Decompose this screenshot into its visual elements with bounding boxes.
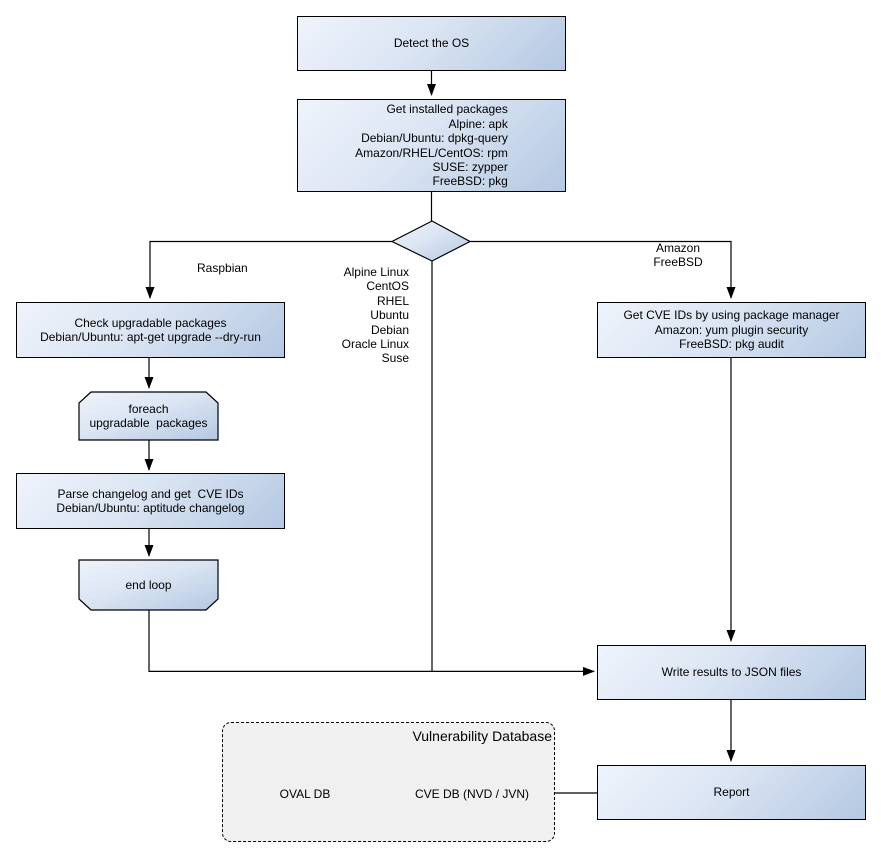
end-loop-text: end loop [125, 577, 172, 592]
os-list-item: Debian [370, 322, 409, 337]
node-parse-changelog: Parse changelog and get CVE IDs Debian/U… [16, 473, 285, 529]
edge-label-raspbian: Raspbian [197, 261, 248, 275]
oval-db-label: OVAL DB [236, 778, 374, 810]
node-get-cve-ids: Get CVE IDs by using package manager Ama… [597, 302, 866, 358]
edge-label-middle-os-list: Alpine Linux CentOS RHEL Ubuntu Debian O… [319, 265, 409, 366]
get-cve-ids-line: Get CVE IDs by using package manager [623, 308, 840, 323]
os-list-item: Ubuntu [370, 308, 409, 323]
node-check-upgradable-packages: Check upgradable packages Debian/Ubuntu:… [16, 302, 285, 358]
vulnerability-database-title: Vulnerability Database [412, 728, 552, 744]
get-packages-line: Get installed packages [386, 102, 508, 117]
foreach-loop-label: foreach upgradable packages [79, 392, 218, 440]
edge-label-amazon-freebsd: Amazon FreeBSD [647, 241, 709, 270]
cve-db-text: CVE DB (NVD / JVN) [414, 786, 529, 801]
os-decision-diamond [390, 220, 472, 262]
end-loop-shape [78, 559, 219, 611]
node-detect-os: Detect the OS [297, 16, 566, 71]
node-report: Report [597, 765, 866, 820]
get-packages-line: Alpine: apk [448, 116, 508, 131]
edge-decision-to-get-cve [470, 240, 736, 299]
parse-changelog-line: Debian/Ubuntu: aptitude changelog [56, 501, 245, 515]
get-packages-line: Amazon/RHEL/CentOS: rpm [355, 145, 508, 160]
get-cve-ids-line: Amazon: yum plugin security [654, 322, 809, 337]
foreach-loop-shape [78, 391, 219, 441]
edge-endloop-to-write-results [148, 610, 595, 676]
right-branch-label-line: FreeBSD [653, 255, 703, 270]
get-cve-ids-line: FreeBSD: pkg audit [679, 337, 784, 352]
foreach-line: upgradable packages [89, 416, 208, 430]
check-upgradable-line: Debian/Ubuntu: apt-get upgrade --dry-run [40, 330, 261, 344]
node-detect-os-label: Detect the OS [393, 36, 470, 51]
node-write-results: Write results to JSON files [597, 645, 866, 700]
edge-decision-to-check-upgradable [145, 240, 392, 299]
right-branch-label-line: Amazon [655, 241, 701, 255]
os-list-item: CentOS [366, 279, 409, 294]
cve-db-label: CVE DB (NVD / JVN) [404, 778, 540, 810]
os-list-item: RHEL [376, 293, 409, 308]
os-list-item: Suse [381, 351, 409, 366]
node-report-label: Report [713, 785, 750, 800]
end-loop-label: end loop [79, 560, 218, 610]
get-packages-line: SUSE: zypper [432, 159, 508, 174]
node-write-results-label: Write results to JSON files [661, 665, 802, 680]
vulnerability-database-container [222, 722, 555, 842]
check-upgradable-line: Check upgradable packages [74, 315, 227, 330]
node-get-installed-packages: Get installed packages Alpine: apk Debia… [297, 99, 566, 192]
node-get-installed-packages-text: Get installed packages Alpine: apk Debia… [355, 102, 508, 188]
parse-changelog-line: Parse changelog and get CVE IDs [57, 486, 244, 501]
os-list-item: Alpine Linux [343, 265, 409, 279]
os-list-item: Oracle Linux [341, 337, 409, 352]
foreach-line: foreach [128, 401, 169, 416]
get-packages-line: FreeBSD: pkg [432, 174, 508, 189]
get-packages-line: Debian/Ubuntu: dpkg-query [361, 131, 508, 146]
oval-db-text: OVAL DB [279, 786, 331, 801]
